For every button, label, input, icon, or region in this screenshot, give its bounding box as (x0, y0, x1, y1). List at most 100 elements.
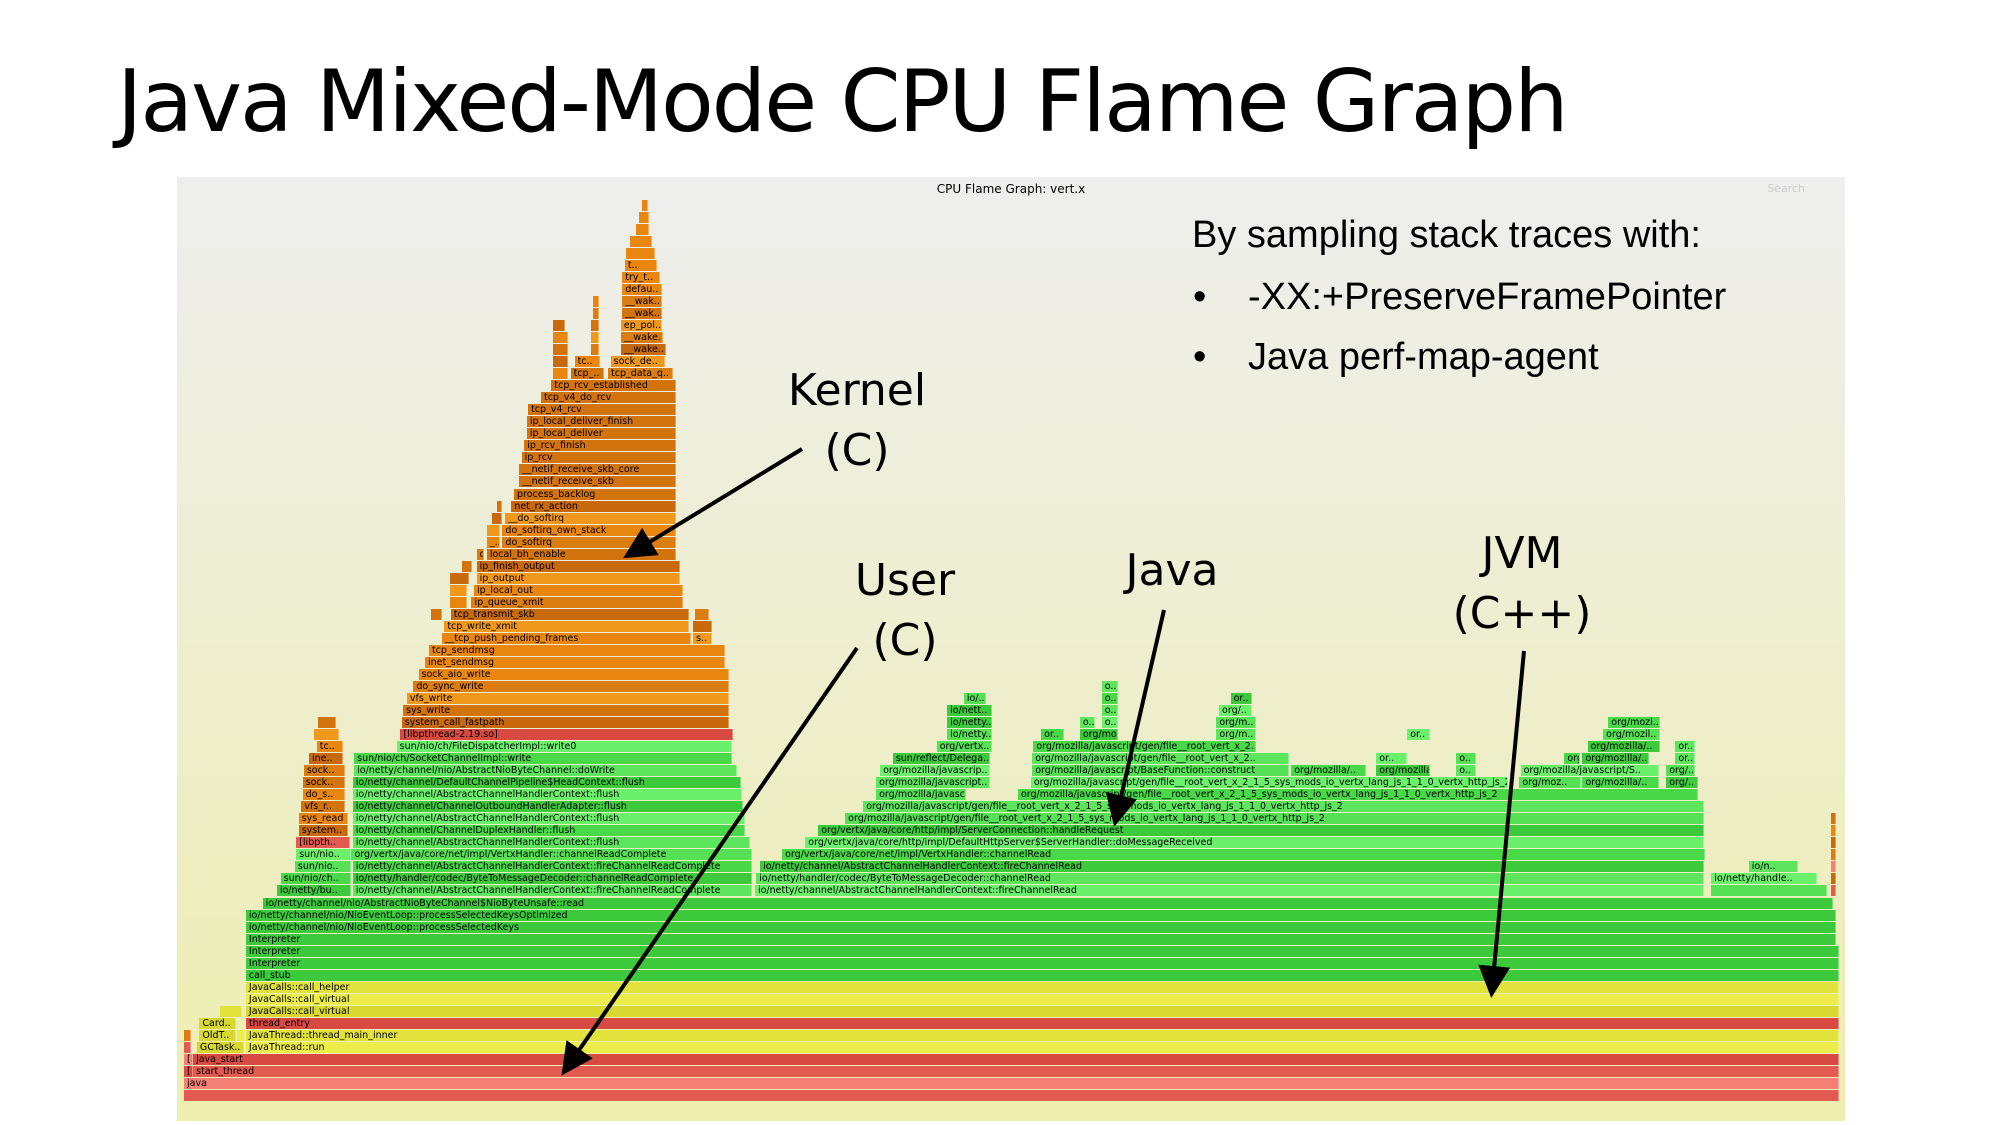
flame-frame-kernel[interactable]: __wake.. (620, 332, 664, 344)
flame-frame-java[interactable]: io/netty.. (947, 729, 993, 741)
flame-frame-jvm[interactable] (236, 1029, 245, 1041)
flame-frame-user[interactable]: [libpthread-2.19.so] (400, 729, 734, 741)
flame-frame-java[interactable] (1711, 885, 1828, 897)
flame-frame-kernel[interactable] (314, 729, 339, 741)
flame-frame-kernel[interactable] (450, 596, 467, 608)
flame-frame-kernel[interactable]: ip_rcv (521, 452, 677, 464)
flame-frame-kernel[interactable] (486, 524, 501, 536)
flame-frame-kernel[interactable] (553, 332, 568, 344)
flame-frame-kernel[interactable]: ep_pol.. (620, 320, 663, 332)
flame-frame-java[interactable]: org/.. (1666, 777, 1699, 789)
flame-frame-java[interactable]: io/netty/channel/nio/AbstractNioByteChan… (262, 897, 1833, 909)
flame-frame-kernel[interactable]: sock_de.. (610, 356, 665, 368)
flame-frame-java[interactable]: org/mozilla/.. (1582, 753, 1650, 765)
flame-frame-java[interactable]: or.. (1407, 729, 1431, 741)
flame-frame-java[interactable]: org/mozi.. (1608, 717, 1660, 729)
flame-frame-kernel[interactable]: try_t.. (622, 271, 660, 283)
flame-frame-kernel[interactable]: t.. (624, 259, 657, 271)
flame-frame-kernel[interactable]: __netif_receive_skb (519, 476, 677, 488)
flame-frame-kernel[interactable] (553, 320, 565, 332)
flame-frame-java[interactable]: io/netty/handler/codec/ByteToMessageDeco… (352, 873, 753, 885)
flame-frame-kernel[interactable]: tcp_v4_rcv (528, 404, 677, 416)
flame-frame-kernel[interactable] (638, 211, 650, 223)
flame-frame-user[interactable]: [libpth.. (296, 837, 351, 849)
flame-frame-kernel[interactable]: vfs_write (406, 693, 730, 704)
flame-frame-java[interactable]: io/netty/channel/AbstractChannelHandlerC… (760, 861, 1704, 873)
flame-frame-java[interactable]: org/mozilla/.. (1587, 741, 1660, 753)
flame-frame-java[interactable]: org/mozilla/javascript/S.. (1520, 765, 1659, 777)
flame-frame-jvm[interactable]: JavaCalls::call_helper (245, 981, 1839, 993)
flame-frame-kernel[interactable] (553, 356, 568, 368)
flame-frame-user[interactable] (1831, 861, 1837, 873)
flame-frame-java[interactable]: o.. (1456, 765, 1476, 777)
flame-frame-kernel[interactable]: _.. (486, 536, 500, 548)
flame-frame-java[interactable]: org/mozilla/javascript/gen/file__root_ve… (1017, 789, 1699, 801)
flame-frame-java[interactable]: io/netty/channel/AbstractChannelHandlerC… (352, 885, 753, 897)
flame-frame-java[interactable]: io/netty/channel/ChannelOutboundHandlerA… (352, 801, 744, 813)
flame-frame-kernel[interactable]: tcp_sendmsg (428, 644, 726, 656)
flame-frame-kernel[interactable]: vfs_r.. (301, 801, 346, 813)
flame-frame-kernel[interactable]: __wak.. (622, 308, 663, 320)
flame-frame-kernel[interactable]: tcp_.. (570, 368, 605, 380)
flame-frame-kernel[interactable]: do_sync_write (413, 680, 730, 692)
flame-frame-java[interactable]: o.. (1101, 717, 1119, 729)
flame-frame-kernel[interactable]: system_call_fastpath (401, 717, 730, 729)
flame-frame-java[interactable]: org/moz.. (1519, 777, 1582, 789)
flame-frame-java[interactable]: io/netty/channel/AbstractChannelHandlerC… (352, 861, 753, 873)
flame-frame-java[interactable]: org/mozilla/javascript/gen/file__root_ve… (863, 801, 1704, 813)
flame-frame-kernel[interactable] (318, 717, 337, 729)
flame-frame-java[interactable]: o.. (1101, 680, 1119, 692)
flame-frame-java[interactable]: org/vertx/java/core/net/impl/VertxHandle… (351, 849, 753, 861)
flame-frame-java[interactable]: Interpreter (245, 945, 1839, 957)
flame-frame-jvm[interactable]: JavaCalls::call_virtual (245, 993, 1839, 1005)
flame-frame-kernel[interactable] (430, 608, 443, 620)
flame-frame-java[interactable]: or.. (1675, 753, 1695, 765)
flame-frame-java[interactable]: org/mozilla/javascript/gen/file__root_ve… (1033, 741, 1257, 753)
flame-frame-kernel[interactable]: do_softirq_own_stack (502, 524, 677, 536)
flame-frame-java[interactable]: org/vertx/java/core/net/impl/VertxHandle… (782, 849, 1705, 861)
flame-frame-java[interactable]: org/mozilla/.. (1291, 765, 1366, 777)
flame-frame-java[interactable]: io/netty/channel/nio/NioEventLoop::proce… (245, 921, 1837, 933)
flame-frame-user[interactable] (1831, 885, 1837, 897)
flame-frame-kernel[interactable]: ip_local_deliver_finish (526, 416, 677, 428)
flame-frame-java[interactable]: org/mozilla/.. (1376, 765, 1431, 777)
flame-frame-java[interactable]: call_stub (245, 969, 1839, 981)
flame-frame-java[interactable]: sun/nio/ch/SocketChannelImpl::write (354, 753, 732, 765)
flame-frame-kernel[interactable] (553, 368, 568, 380)
flame-frame-kernel[interactable]: defau.. (622, 283, 663, 295)
flame-frame-java[interactable]: Interpreter (245, 933, 1837, 945)
flame-frame-kernel[interactable]: sys_read (298, 813, 348, 825)
flame-frame-java[interactable]: sun/reflect/Delega.. (892, 753, 990, 765)
flame-frame-jvm[interactable]: JavaThread::run (245, 1041, 1839, 1053)
flame-frame-kernel[interactable]: system.. (298, 825, 348, 837)
flame-frame-java[interactable]: io/netty.. (947, 717, 993, 729)
flame-frame-java[interactable]: org/mozil.. (1603, 729, 1660, 741)
flame-frame-kernel[interactable] (496, 500, 502, 512)
flame-frame-kernel[interactable] (641, 199, 649, 211)
flame-frame-kernel[interactable]: ip_output (476, 572, 681, 584)
flame-frame-java[interactable]: org/mozilla/javascrip.. (880, 765, 990, 777)
flame-frame-kernel[interactable] (626, 247, 655, 259)
flame-frame-kernel[interactable] (450, 572, 469, 584)
flame-frame-java[interactable]: io/nett.. (947, 705, 993, 717)
flame-frame-kernel[interactable] (695, 608, 709, 620)
flame-frame-user[interactable]: start_thread (193, 1065, 1839, 1077)
flame-frame-kernel[interactable] (462, 560, 472, 572)
flame-frame-kernel[interactable] (491, 512, 502, 524)
flame-frame-java[interactable]: org/mo.. (1079, 729, 1119, 741)
flame-frame-java[interactable]: org/moz.. (1564, 753, 1580, 765)
flame-frame-user[interactable] (184, 1041, 191, 1053)
flame-frame-java[interactable]: sun/nio.. (296, 849, 352, 861)
flame-frame-java[interactable]: org/vertx.. (936, 741, 993, 753)
flame-frame-kernel[interactable]: tcp_v4_do_rcv (540, 392, 677, 404)
flame-frame-java[interactable]: io/netty/channel/AbstractChannelHandlerC… (352, 837, 750, 849)
flame-frame-kernel[interactable]: do_s.. (302, 789, 346, 801)
flame-frame-kernel[interactable]: __do_softirq (504, 512, 677, 524)
flame-frame-user[interactable]: java_start (193, 1053, 1839, 1065)
flame-frame-kernel[interactable]: __wake.. (620, 344, 667, 356)
flame-frame-java[interactable]: org/m.. (1216, 717, 1257, 729)
flame-frame-kernel[interactable]: sock_aio_write (418, 668, 730, 680)
flame-frame-kernel[interactable]: ip_local_out (473, 584, 683, 596)
flame-frame-java[interactable]: io/netty/channel/nio/AbstractNioByteChan… (354, 765, 737, 777)
flame-frame-java[interactable]: org/m.. (1216, 729, 1257, 741)
